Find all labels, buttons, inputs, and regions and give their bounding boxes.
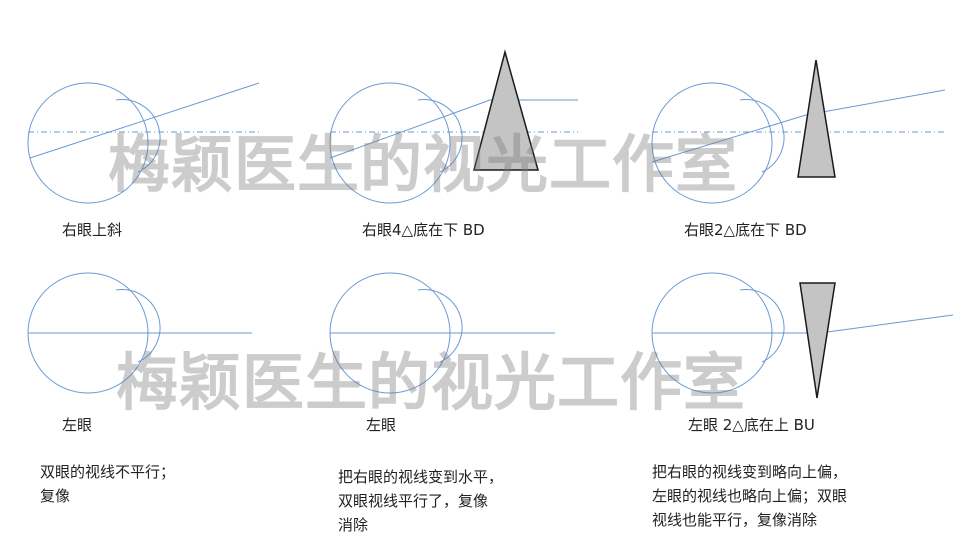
caption-right-eye-2-prism-bd: 右眼2△底在下 BD: [684, 221, 807, 239]
caption-left-eye-2-prism-bu: 左眼 2△底在上 BU: [688, 416, 815, 434]
eyeball: [651, 82, 773, 204]
caption-right-eye-hypertropia: 右眼上斜: [62, 221, 123, 239]
prism-base-down: [797, 59, 836, 178]
visual-axis-after-prism: [805, 89, 946, 116]
caption-left-eye: 左眼: [62, 416, 93, 434]
eyeball: [27, 82, 149, 204]
cornea: [417, 289, 463, 363]
panel-left-eye: [27, 272, 252, 394]
prism-base-down: [473, 49, 539, 171]
note-unparallel-diplopia: 双眼的视线不平行； 复像: [40, 463, 176, 505]
visual-axis: [651, 114, 807, 163]
visual-axis: [329, 99, 491, 159]
cornea: [417, 99, 463, 173]
caption-right-eye-4-prism-bd: 右眼4△底在下 BD: [362, 221, 485, 239]
note-both-eyes-shifted: 把右眼的视线变到略向上偏， 左眼的视线也略向上偏；双眼 视线也能平行，复像消除: [652, 463, 848, 529]
prism-base-up: [799, 282, 836, 399]
panel-left-eye-2: [329, 272, 555, 394]
note-right-eye-horizontal: 把右眼的视线变到水平， 双眼视线平行了，复像 消除: [338, 468, 504, 534]
cornea: [739, 99, 785, 173]
visual-axis-after-prism: [819, 314, 954, 334]
cornea: [115, 289, 161, 363]
visual-axis: [29, 82, 260, 159]
caption-left-eye-2: 左眼: [366, 416, 397, 434]
panel-right-eye-hypertropia: [27, 82, 260, 204]
cornea: [739, 289, 785, 363]
panel-left-eye-2-prism-bu: [651, 272, 954, 399]
eyeball: [329, 82, 451, 204]
cornea: [115, 99, 161, 173]
panel-right-eye-4-prism-bd: [329, 49, 578, 204]
panel-right-eye-2-prism-bd: [651, 59, 946, 204]
